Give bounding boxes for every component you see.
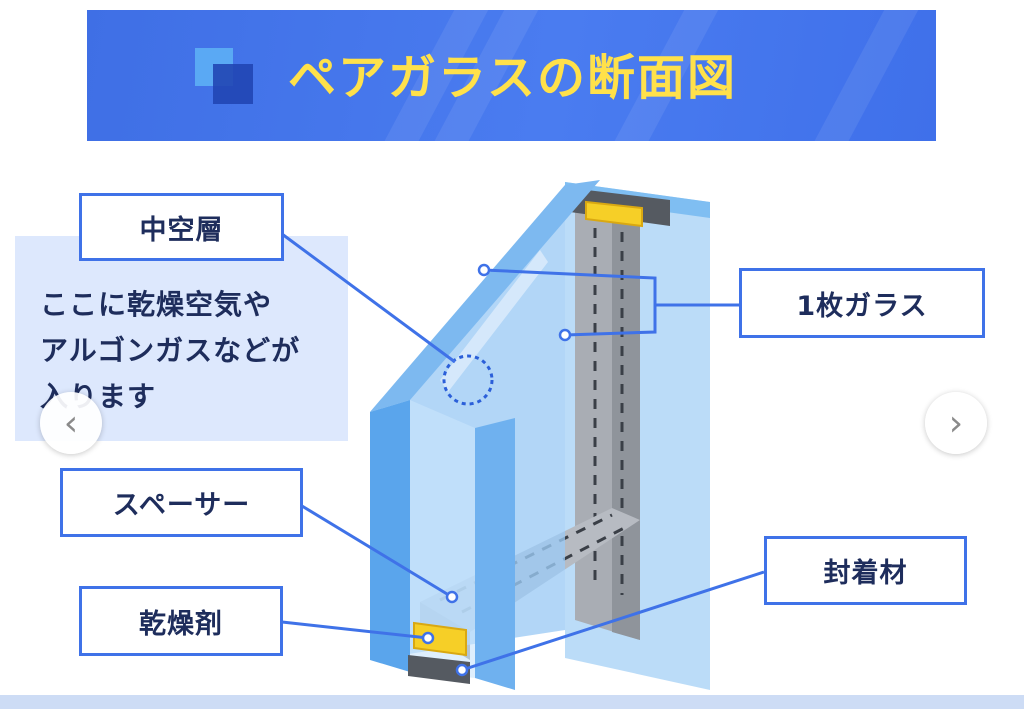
callout-dot — [455, 663, 469, 677]
note-line: ここに乾燥空気や — [40, 288, 273, 321]
glass-highlight — [440, 250, 548, 392]
label-sealant: 封着材 — [764, 536, 967, 605]
desiccant-top — [585, 200, 643, 228]
spacer-vertical-shade — [612, 210, 640, 640]
callout-air-layer — [281, 232, 456, 364]
label-spacer: スペーサー — [60, 468, 303, 537]
label-air-layer: 中空層 — [79, 193, 284, 261]
label-single-glass: 1枚ガラス — [739, 268, 985, 338]
glass-inner-face — [410, 400, 475, 678]
callout-glass-2 — [564, 305, 657, 337]
sealant-bottom — [408, 655, 470, 684]
callout-spacer — [301, 504, 453, 599]
front-glass-edge — [370, 400, 410, 672]
note-line: アルゴンガスなどが — [40, 334, 301, 367]
spacer-perforation — [461, 524, 629, 614]
callout-dot — [421, 631, 435, 645]
front-glass-edge-top — [370, 180, 600, 412]
chevron-left-icon: ‹ — [63, 402, 79, 444]
chevron-right-icon: › — [948, 402, 964, 444]
callout-dot — [558, 328, 572, 342]
logo-square-dark — [213, 64, 253, 104]
next-slide-button[interactable]: › — [925, 392, 987, 454]
prev-slide-button[interactable]: ‹ — [40, 392, 102, 454]
desiccant-bottom — [413, 621, 467, 657]
air-layer-marker — [442, 354, 494, 406]
glass-inner-edge — [475, 418, 515, 690]
callout-dots — [421, 263, 572, 677]
label-desiccant: 乾燥剤 — [79, 586, 283, 656]
bottom-bar — [0, 695, 1024, 709]
callout-glass-1 — [483, 268, 740, 307]
callout-dot — [445, 590, 459, 604]
page-title: ペアガラスの断面図 — [288, 50, 738, 106]
callout-sealant — [461, 570, 765, 672]
callout-lines — [281, 232, 765, 672]
callout-desiccant — [281, 620, 429, 640]
callout-dot — [477, 263, 491, 277]
